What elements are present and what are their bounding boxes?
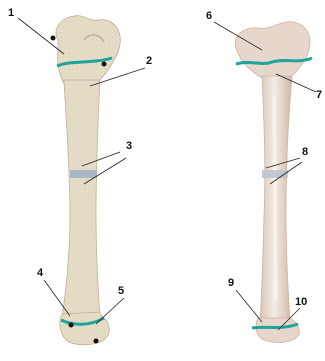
left-bone-proximal-epiphysis: [56, 16, 120, 84]
label-1: 1: [8, 8, 14, 19]
label-7: 7: [316, 90, 322, 101]
left-dot-head: [102, 62, 107, 67]
label-4: 4: [37, 268, 43, 279]
right-bone-proximal-epiphysis: [235, 22, 310, 78]
left-bone-distal-epiphysis: [60, 312, 109, 345]
left-bone: [51, 16, 121, 345]
left-diaphysis-band: [70, 170, 97, 178]
leader-9: [236, 290, 262, 322]
label-8: 8: [302, 147, 308, 158]
left-dot-top: [51, 36, 56, 41]
right-bone: [235, 22, 312, 343]
right-bone-distal-epiphysis: [256, 318, 299, 343]
label-6: 6: [206, 11, 212, 22]
leader-5: [96, 298, 124, 324]
right-bone-canal: [274, 95, 276, 300]
label-3: 3: [126, 141, 132, 152]
label-10: 10: [295, 297, 307, 308]
left-dot-bottom-left: [69, 323, 74, 328]
left-dot-bottom-right: [94, 339, 99, 344]
left-bone-shaft: [62, 80, 100, 318]
label-9: 9: [228, 278, 234, 289]
label-5: 5: [118, 286, 124, 297]
label-2: 2: [146, 56, 152, 67]
